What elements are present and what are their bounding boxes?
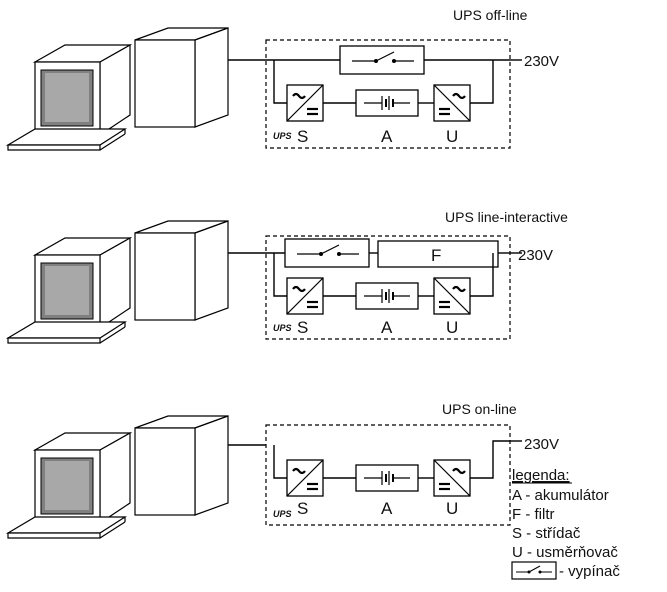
rectifier-block xyxy=(432,276,472,316)
voltage-label: 230V xyxy=(518,247,553,264)
ups-box xyxy=(265,424,511,526)
switch-icon xyxy=(511,561,557,580)
ups-label: UPS xyxy=(273,323,292,333)
battery-block xyxy=(355,89,419,117)
block-label-s: S xyxy=(297,127,308,146)
block-label-a: A xyxy=(381,318,393,337)
legend: legenda: A - akumulátor F - filtr S - st… xyxy=(511,467,620,580)
block-label-a: A xyxy=(381,499,393,518)
ups-label: UPS xyxy=(273,131,292,141)
block-label-a: A xyxy=(381,127,393,146)
section-offline: UPS off-line 230V S A U UPS xyxy=(7,7,559,151)
block-label-f: F xyxy=(431,246,441,265)
battery-block xyxy=(355,282,419,310)
legend-item: S - střídač xyxy=(512,525,581,542)
rectifier-block xyxy=(432,458,472,498)
inverter-block xyxy=(285,83,325,123)
legend-item: F - filtr xyxy=(512,506,555,523)
voltage-label: 230V xyxy=(524,436,559,453)
section-title: UPS line-interactive xyxy=(445,209,568,225)
section-title: UPS on-line xyxy=(442,401,517,417)
computer-icon xyxy=(7,415,229,539)
inverter-block xyxy=(285,458,325,498)
battery-block xyxy=(355,464,419,492)
inverter-block xyxy=(285,276,325,316)
filter-block xyxy=(377,240,499,268)
section-line-interactive: UPS line-interactive 230V F S A U UPS xyxy=(7,209,568,344)
legend-heading: legenda: xyxy=(512,467,570,484)
computer-icon xyxy=(7,27,229,151)
section-title: UPS off-line xyxy=(453,7,528,23)
rectifier-block xyxy=(432,83,472,123)
legend-item: A - akumulátor xyxy=(512,487,609,504)
section-online: UPS on-line 230V S A U UPS xyxy=(7,401,559,539)
block-label-s: S xyxy=(297,499,308,518)
ups-label: UPS xyxy=(273,509,292,519)
legend-item: U - usměrňovač xyxy=(512,544,618,561)
block-label-u: U xyxy=(446,499,458,518)
voltage-label: 230V xyxy=(524,53,559,70)
block-label-u: U xyxy=(446,318,458,337)
switch-block xyxy=(339,45,425,75)
block-label-s: S xyxy=(297,318,308,337)
ups-box xyxy=(265,235,511,340)
legend-switch-text: - vypínač xyxy=(559,563,620,580)
ups-box xyxy=(265,39,511,149)
block-label-u: U xyxy=(446,127,458,146)
computer-icon xyxy=(7,220,229,344)
switch-block xyxy=(284,238,370,268)
